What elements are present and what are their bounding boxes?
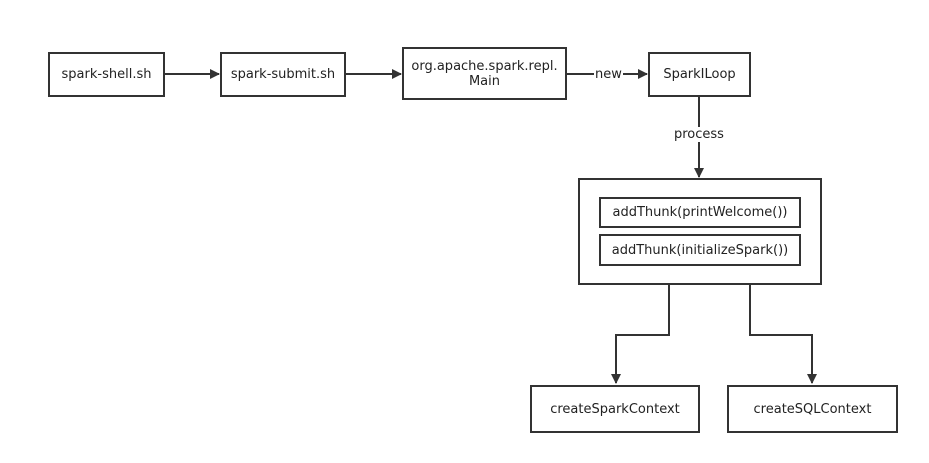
node-spark-iloop-label: SparkILoop (663, 67, 736, 82)
node-create-sql-context-label: createSQLContext (753, 401, 872, 417)
node-repl-main: org.apache.spark.repl. Main (402, 47, 567, 100)
node-thunk-print-welcome: addThunk(printWelcome()) (599, 197, 801, 228)
node-repl-main-label-line2: Main (468, 73, 501, 89)
arrow-group-to-sql-context (749, 285, 817, 384)
edge-label-new: new (594, 67, 623, 82)
edge-label-process: process (673, 127, 725, 142)
node-thunk-print-welcome-label: addThunk(printWelcome()) (612, 205, 788, 220)
node-create-spark-context: createSparkContext (530, 385, 700, 433)
node-spark-shell-label: spark-shell.sh (61, 67, 152, 82)
node-thunk-initialize-spark-label: addThunk(initializeSpark()) (611, 242, 789, 258)
node-thunk-group (578, 178, 822, 285)
node-spark-shell: spark-shell.sh (48, 52, 165, 97)
node-spark-iloop: SparkILoop (648, 52, 751, 97)
arrow-group-to-spark-context (611, 285, 670, 384)
node-repl-main-label-line1: org.apache.spark.repl. (411, 58, 558, 74)
node-thunk-initialize-spark: addThunk(initializeSpark()) (599, 234, 801, 266)
node-create-spark-context-label: createSparkContext (550, 401, 680, 417)
node-spark-submit: spark-submit.sh (220, 52, 346, 97)
node-create-sql-context: createSQLContext (727, 385, 898, 433)
node-spark-submit-label: spark-submit.sh (230, 67, 336, 82)
